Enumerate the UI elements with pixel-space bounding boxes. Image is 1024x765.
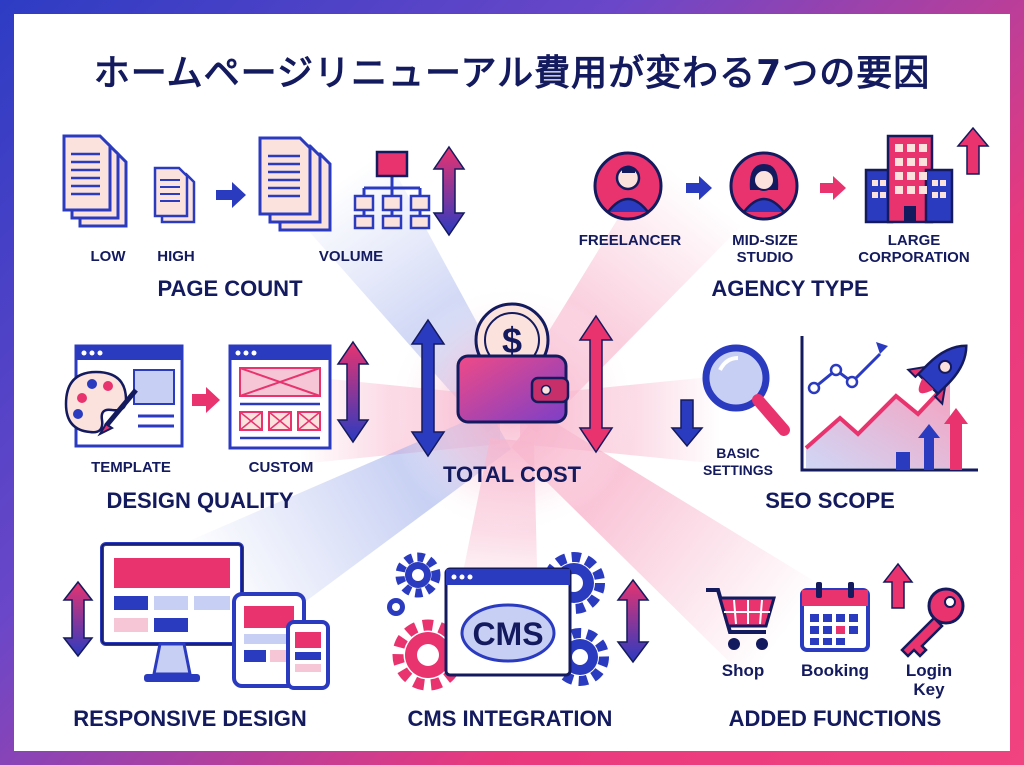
document-stack-icon	[62, 134, 128, 228]
key-icon	[900, 587, 965, 658]
arrow-right-icon	[686, 176, 712, 200]
arrow-right-icon	[216, 182, 246, 208]
label-mid-size-studio: MID-SIZE STUDIO	[732, 232, 798, 266]
gear-icon	[387, 598, 405, 616]
label-freelancer: FREELANCER	[578, 232, 682, 249]
studio-avatar-icon	[729, 151, 799, 221]
responsive-devices-icon	[100, 542, 330, 690]
label-basic-settings: BASIC SETTINGS	[702, 445, 773, 478]
rocket-icon	[906, 344, 968, 406]
label-shop: Shop	[721, 661, 765, 680]
up-down-arrow-icon	[62, 580, 94, 658]
dollar-sign: $	[502, 320, 522, 361]
label-custom: CUSTOM	[248, 459, 314, 476]
magnifier-icon	[702, 344, 790, 436]
shopping-cart-icon	[706, 588, 776, 650]
custom-design-icon	[228, 344, 332, 450]
up-arrow-icon	[956, 126, 990, 175]
wallet-coin-icon: $	[456, 302, 570, 424]
heading-responsive-design: RESPONSIVE DESIGN	[73, 706, 307, 731]
label-volume: VOLUME	[318, 248, 384, 265]
corporate-building-icon	[864, 134, 954, 224]
center-up-down-arrow-right	[578, 314, 614, 454]
page-title: ホームページリニューアル費用が変わる7つの要因	[93, 53, 931, 94]
small-document-icon	[153, 166, 196, 224]
center-up-down-arrow-left	[410, 318, 446, 458]
cms-badge-text: CMS	[472, 616, 543, 652]
up-arrow-icon	[882, 562, 914, 609]
gear-icon	[395, 552, 441, 598]
label-booking: Booking	[801, 661, 869, 680]
label-login-key: Login Key	[905, 661, 953, 699]
calendar-icon	[800, 582, 870, 652]
heading-cms-integration: CMS INTEGRATION	[407, 706, 613, 731]
document-stack-large-icon	[258, 136, 332, 232]
heading-seo-scope: SEO SCOPE	[765, 488, 895, 513]
heading-page-count: PAGE COUNT	[157, 276, 303, 301]
down-arrow-icon	[670, 399, 704, 448]
cms-integration-icon: CMS	[387, 552, 609, 691]
heading-added-functions: ADDED FUNCTIONS	[728, 706, 942, 731]
label-template: TEMPLATE	[91, 459, 171, 476]
label-high: HIGH	[157, 248, 195, 265]
heading-design-quality: DESIGN QUALITY	[106, 488, 294, 513]
label-low: LOW	[90, 248, 126, 265]
monitor-icon	[100, 542, 244, 682]
template-design-icon	[64, 344, 184, 448]
phone-icon	[286, 620, 330, 690]
cms-browser-window: CMS	[444, 567, 572, 677]
heading-agency-type: AGENCY TYPE	[711, 276, 869, 301]
brush-icon	[97, 388, 138, 437]
up-down-arrow-icon	[616, 578, 650, 664]
palette-icon	[64, 370, 128, 434]
seo-growth-chart-icon	[800, 336, 978, 472]
up-down-arrow-icon	[336, 340, 370, 444]
arrow-right-icon	[820, 176, 846, 200]
up-down-arrow-icon	[432, 145, 466, 237]
sitemap-icon	[353, 150, 431, 230]
arrow-right-icon	[192, 387, 220, 413]
freelancer-avatar-icon	[593, 151, 663, 221]
center-label: TOTAL COST	[442, 462, 582, 487]
label-large-corporation: LARGE CORPORATION	[858, 232, 970, 266]
